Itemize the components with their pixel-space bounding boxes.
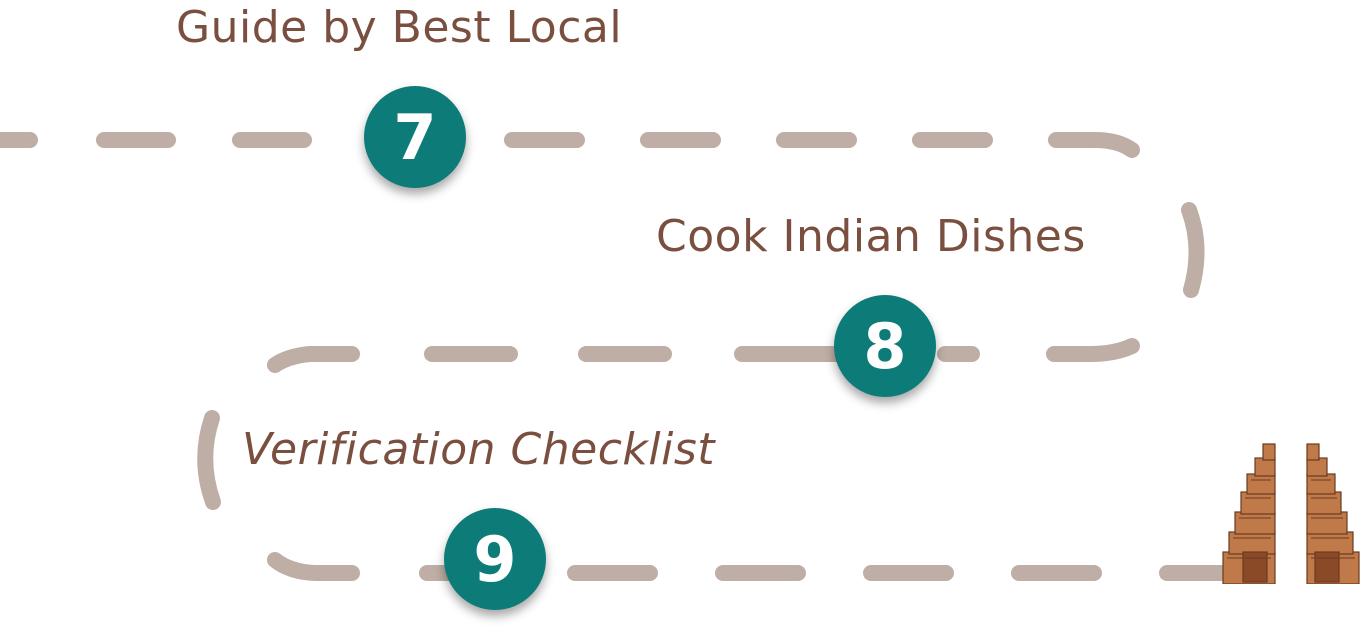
step-9-badge: 9 [444,508,546,610]
step-8-title: Cook Indian Dishes [656,211,1086,262]
temple-gate-right-icon [1306,443,1360,584]
temple-gate-left-icon [1222,443,1276,584]
step-7-badge: 7 [364,86,466,188]
step-7-title: Guide by Best Local [176,2,623,53]
step-9-title: Verification Checklist [242,424,716,475]
step-8-badge: 8 [834,295,936,397]
